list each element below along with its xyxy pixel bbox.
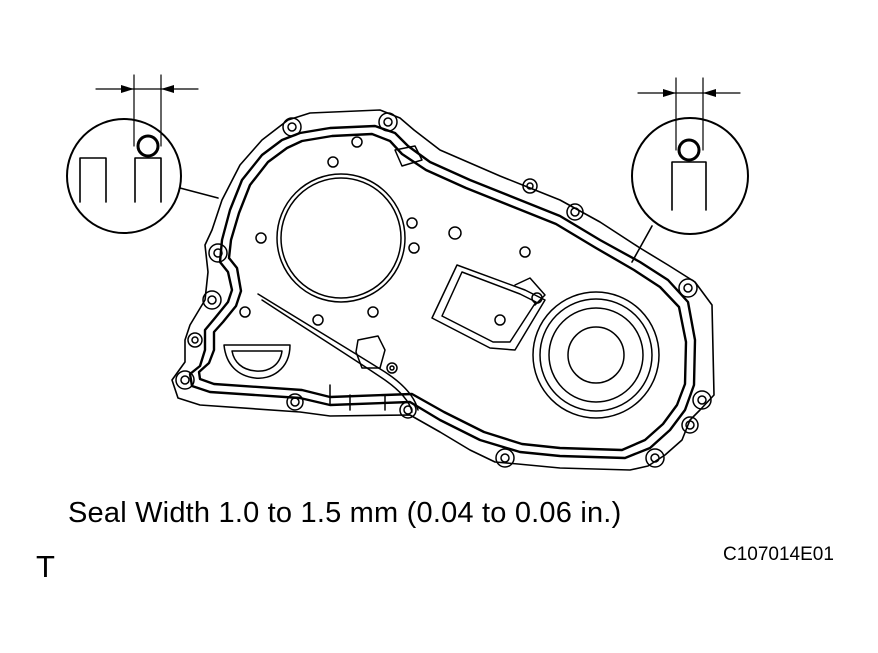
left-detail-callout bbox=[66, 74, 219, 234]
right-detail-circle bbox=[631, 117, 749, 235]
left-leader bbox=[179, 187, 219, 199]
bolt-bosses bbox=[175, 112, 712, 468]
large-bore bbox=[276, 173, 406, 303]
right-dimension-arrow-b bbox=[703, 89, 716, 97]
left-dimension-arrow-a bbox=[121, 85, 134, 93]
seal-width-caption: Seal Width 1.0 to 1.5 mm (0.04 to 0.06 i… bbox=[68, 497, 622, 529]
left-bead-section bbox=[136, 134, 160, 158]
corner-mark: T bbox=[36, 549, 55, 584]
right-bead-section bbox=[677, 138, 701, 162]
right-detail-callout bbox=[631, 77, 749, 263]
left-flange-a bbox=[79, 157, 107, 203]
cover-outline bbox=[171, 109, 715, 471]
bearing-bore bbox=[532, 291, 660, 419]
right-leader bbox=[631, 225, 653, 263]
sealant-bead-inner bbox=[197, 132, 688, 452]
left-flange-b bbox=[134, 157, 162, 203]
figure-code: C107014E01 bbox=[723, 544, 834, 565]
interior-features bbox=[223, 136, 660, 419]
right-flange bbox=[671, 161, 707, 211]
left-dimension-arrow-b bbox=[161, 85, 174, 93]
left-detail-circle bbox=[66, 118, 182, 234]
sealant-bead-outer bbox=[188, 124, 697, 460]
right-dimension-arrow-a bbox=[663, 89, 676, 97]
